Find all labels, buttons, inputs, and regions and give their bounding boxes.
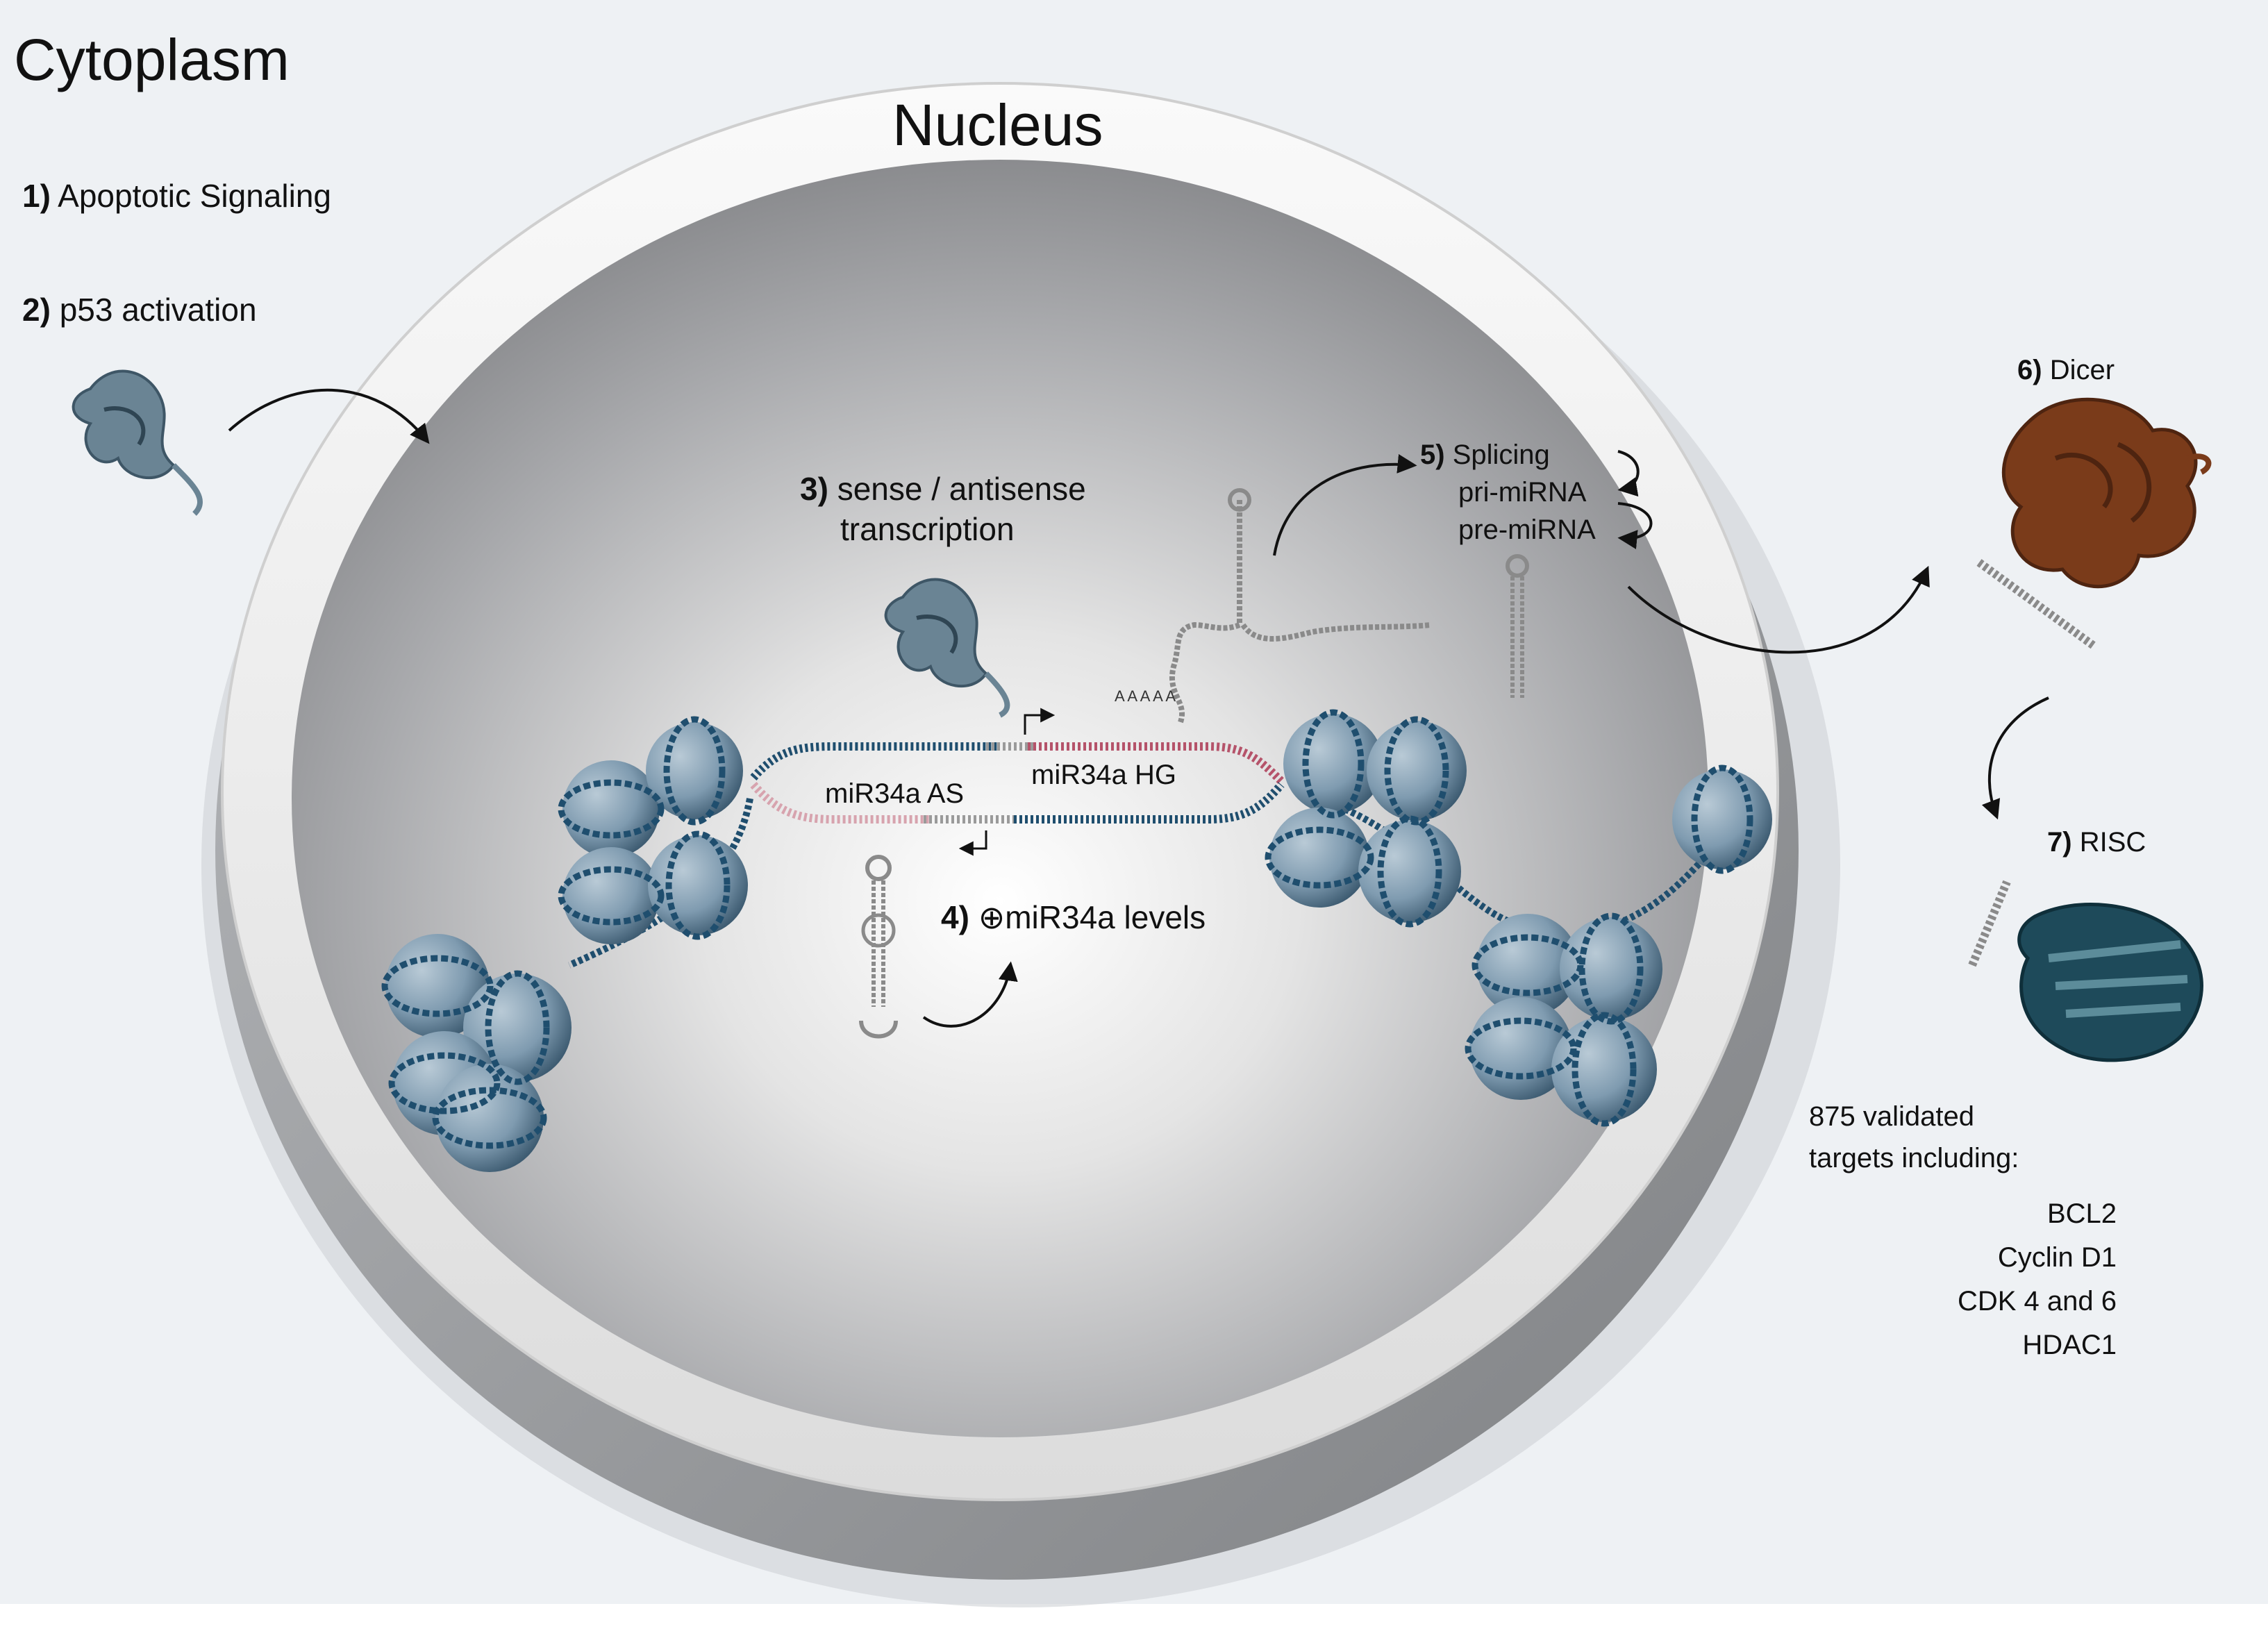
target-item-hdac1: HDAC1 [2022, 1330, 2117, 1360]
arrow-dicer-to-risc [1981, 696, 2049, 820]
sense-strand-dna [750, 742, 1000, 780]
nucleosome-cluster-right-lower [1465, 912, 1662, 1127]
step-4-increase-symbol: ⊕ [978, 899, 1006, 935]
dna-wrap [381, 955, 494, 1017]
histone-core [1672, 769, 1772, 869]
dna-wrap [1265, 826, 1374, 889]
dicer-protein-icon [1976, 397, 2212, 649]
arrow-p53-to-nucleus [228, 388, 430, 444]
antisense-rna-hairpin [859, 855, 898, 1039]
antisense-strand-dna [1014, 782, 1285, 824]
gene-as-label: miR34a AS [825, 778, 965, 809]
step-1-number: 1) [22, 178, 51, 214]
step-3-label: 3) sense / antisense [800, 471, 1086, 508]
step-1-label: 1) Apoptotic Signaling [22, 178, 331, 215]
dna-wrap [1571, 1012, 1637, 1127]
dna-wrap [485, 970, 550, 1085]
nucleus-body [201, 82, 1840, 1607]
dna-wrap [1578, 912, 1644, 1025]
arrow-pri-loop [1617, 450, 1640, 497]
step-3-text-b: transcription [840, 511, 1015, 547]
dna-wrap [1302, 709, 1365, 819]
dna-wrap [1691, 764, 1753, 874]
pathway-arrows [228, 388, 2049, 1028]
dna-wrap [1377, 815, 1442, 928]
p53-protein-icon [884, 578, 1010, 718]
step-5-text: Splicing [1452, 440, 1550, 470]
svg-text:A A A A A: A A A A A [1115, 687, 1176, 705]
step-1-text: Apoptotic Signaling [58, 178, 331, 214]
step-2-text: p53 activation [59, 292, 257, 328]
step-4-label: 4) ⊕miR34a levels [941, 899, 1206, 936]
histone-core [1269, 808, 1369, 908]
dna-wrap [1384, 716, 1449, 826]
transcription-bubble [750, 708, 1285, 856]
pri-mirna-structure: A A A A A [1115, 488, 1431, 724]
histone-core [648, 835, 748, 935]
step-6-text: Dicer [2049, 355, 2115, 385]
step-6-label: 6) Dicer [2017, 354, 2115, 386]
dna-wrap [1465, 1017, 1577, 1080]
dna-wrap [432, 1087, 547, 1149]
step-6-number: 6) [2017, 355, 2042, 385]
histone-core [1358, 820, 1461, 923]
target-item-cdk: CDK 4 and 6 [1957, 1286, 2117, 1317]
cytoplasm-label: Cytoplasm [14, 27, 290, 92]
chromatin [381, 709, 1772, 1172]
nucleosome-cluster-left-lower [381, 934, 572, 1172]
step-2-number: 2) [22, 292, 51, 328]
step-4-number: 4) [941, 899, 969, 935]
targets-heading-b: targets including: [1809, 1143, 2019, 1173]
arrow-transcription-to-splicing [1273, 453, 1417, 556]
target-item-bcl2: BCL2 [2046, 1198, 2117, 1229]
nucleus-interior [292, 160, 1708, 1437]
arrow-hairpin-to-levels [922, 961, 1018, 1028]
dna-wrap [1471, 934, 1584, 996]
dna-linker-far-right [1617, 844, 1718, 927]
gene-hg-label: miR34a HG [1031, 760, 1176, 790]
histone-core [562, 760, 660, 858]
target-item-cyclin-d1: Cyclin D1 [1997, 1242, 2117, 1273]
step-5-label: 5) Splicing [1420, 439, 1550, 471]
targets-heading-a: 875 validated [1809, 1101, 1974, 1132]
pre-mirna-hairpin [1506, 554, 1529, 698]
step-3-number: 3) [800, 471, 828, 507]
nucleosome-cluster-right-upper [1265, 709, 1467, 928]
dna-linker-left [567, 798, 753, 969]
dna-wrap [665, 830, 731, 940]
step-7-label: 7) RISC [2047, 826, 2146, 858]
p53-protein-icon [72, 369, 203, 516]
pre-mirna-label: pre-miRNA [1458, 515, 1596, 545]
step-3-text-a: sense / antisense [837, 471, 1086, 507]
antisense-strand-rna [750, 782, 931, 824]
nucleus-label: Nucleus [892, 92, 1103, 158]
step-4-text: miR34a levels [1005, 899, 1206, 935]
sense-promoter-arrow [1024, 708, 1056, 735]
step-5-number: 5) [1420, 440, 1445, 470]
dna-wrap [388, 1052, 501, 1114]
antisense-promoter-arrow [958, 830, 987, 856]
sense-strand-rna [1028, 742, 1285, 785]
histone-core [562, 847, 660, 944]
page-footer-band [0, 1604, 2268, 1635]
dna-wrap [558, 779, 665, 839]
arrow-pre-loop [1617, 502, 1653, 549]
step-7-number: 7) [2047, 827, 2072, 858]
step-2-label: 2) p53 activation [22, 292, 257, 328]
histone-core [1560, 917, 1662, 1020]
nucleosome-cluster-left-upper [558, 716, 748, 944]
dna-wrap [558, 866, 665, 926]
nucleosome-cluster-edge [1672, 764, 1772, 874]
pri-mirna-label: pri-miRNA [1458, 477, 1587, 508]
histone-core [1367, 721, 1467, 821]
risc-protein-icon [1968, 880, 2203, 1062]
dna-wrap [663, 716, 726, 826]
step-7-text: RISC [2079, 827, 2146, 858]
arrow-nucleus-to-dicer [1627, 565, 1930, 654]
